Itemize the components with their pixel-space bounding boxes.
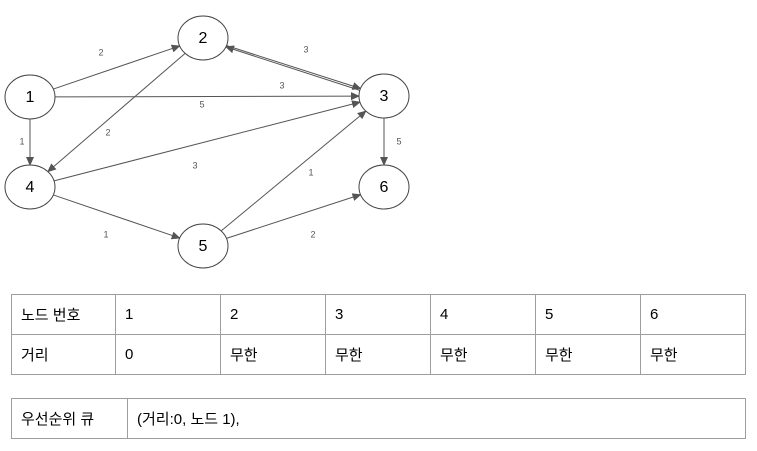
node-1: 1 — [4, 74, 56, 120]
edge-weight-label: 2 — [105, 127, 110, 137]
node-label: 3 — [380, 88, 389, 105]
distance-header: 거리 — [11, 334, 116, 375]
priority-queue-row: 우선순위 큐 (거리:0, 노드 1), — [11, 398, 746, 439]
distance-cell: 무한 — [430, 334, 536, 375]
distance-cell: 무한 — [220, 334, 326, 375]
distance-cell: 무한 — [535, 334, 641, 375]
edge-4-to-3: 3 — [53, 100, 361, 182]
node-label: 1 — [26, 89, 35, 106]
node-number-cell: 4 — [430, 294, 536, 335]
node-circle — [4, 164, 56, 210]
node-number-cell: 3 — [325, 294, 431, 335]
node-circle — [177, 223, 229, 269]
node-circle — [358, 164, 410, 210]
edge-1-to-2: 2 — [53, 44, 181, 90]
node-5: 5 — [177, 223, 229, 269]
node-4: 4 — [4, 164, 56, 210]
priority-queue-label: 우선순위 큐 — [11, 398, 128, 439]
node-3: 3 — [358, 73, 410, 119]
edge-weight-label: 5 — [396, 136, 401, 146]
distance-cell: 무한 — [325, 334, 431, 375]
edge-weight-label: 2 — [310, 229, 315, 239]
node-number-cell: 1 — [115, 294, 221, 335]
graph-diagram: 2 5 1 3 3 2 5 3 1 1 2 1 2 3 4 5 6 — [4, 15, 410, 269]
node-number-header: 노드 번호 — [11, 294, 116, 335]
edge-weight-label: 1 — [103, 229, 108, 239]
edge-arrow — [226, 193, 362, 239]
node-label: 4 — [26, 179, 35, 196]
edge-1-to-3: 5 — [54, 92, 361, 109]
node-2: 2 — [177, 15, 229, 61]
edge-weight-label: 3 — [192, 160, 197, 170]
edge-5-to-3: 1 — [220, 110, 367, 232]
edge-weight-label: 2 — [98, 47, 103, 57]
priority-queue-content: (거리:0, 노드 1), — [127, 398, 746, 439]
node-label: 2 — [199, 30, 208, 47]
node-label: 5 — [199, 238, 208, 255]
node-circle — [177, 15, 229, 61]
edge-arrow — [47, 53, 186, 173]
edge-arrow — [53, 194, 181, 240]
edge-arrow — [224, 45, 360, 91]
edge-weight-label: 5 — [199, 99, 204, 109]
node-6: 6 — [358, 164, 410, 210]
edge-arrow — [53, 100, 361, 182]
nodes-layer: 1 2 3 4 5 6 — [4, 15, 410, 269]
node-number-cell: 6 — [640, 294, 746, 335]
priority-queue-table: 우선순위 큐 (거리:0, 노드 1), — [11, 398, 746, 439]
edge-arrow — [226, 45, 362, 90]
edges-layer: 2 5 1 3 3 2 5 3 1 1 2 — [19, 44, 401, 239]
edge-arrow — [53, 44, 181, 90]
distance-cell: 0 — [115, 334, 221, 375]
edge-arrow — [220, 110, 367, 232]
node-circle — [4, 74, 56, 120]
edge-4-to-5: 1 — [53, 194, 181, 240]
node-label: 6 — [380, 179, 389, 196]
edge-weight-label: 3 — [303, 44, 308, 54]
edge-weight-label: 1 — [19, 136, 24, 146]
edge-2-to-3: 3 — [226, 44, 362, 90]
node-number-cell: 5 — [535, 294, 641, 335]
edge-3-to-6: 5 — [380, 118, 402, 166]
edge-5-to-6: 2 — [226, 193, 362, 239]
node-number-row: 노드 번호 1 2 3 4 5 6 — [11, 294, 746, 335]
edge-weight-label: 1 — [308, 167, 313, 177]
distance-row: 거리 0 무한 무한 무한 무한 무한 — [11, 334, 746, 375]
edge-weight-label: 3 — [279, 80, 284, 90]
edge-2-to-4: 2 — [47, 53, 186, 173]
edge-1-to-4: 1 — [19, 119, 34, 166]
node-circle — [358, 73, 410, 119]
distance-cell: 무한 — [640, 334, 746, 375]
edge-arrow — [54, 92, 361, 101]
edge-3-to-2: 3 — [224, 45, 360, 91]
node-number-cell: 2 — [220, 294, 326, 335]
distance-table: 노드 번호 1 2 3 4 5 6 거리 0 무한 무한 무한 무한 무한 — [11, 294, 746, 375]
